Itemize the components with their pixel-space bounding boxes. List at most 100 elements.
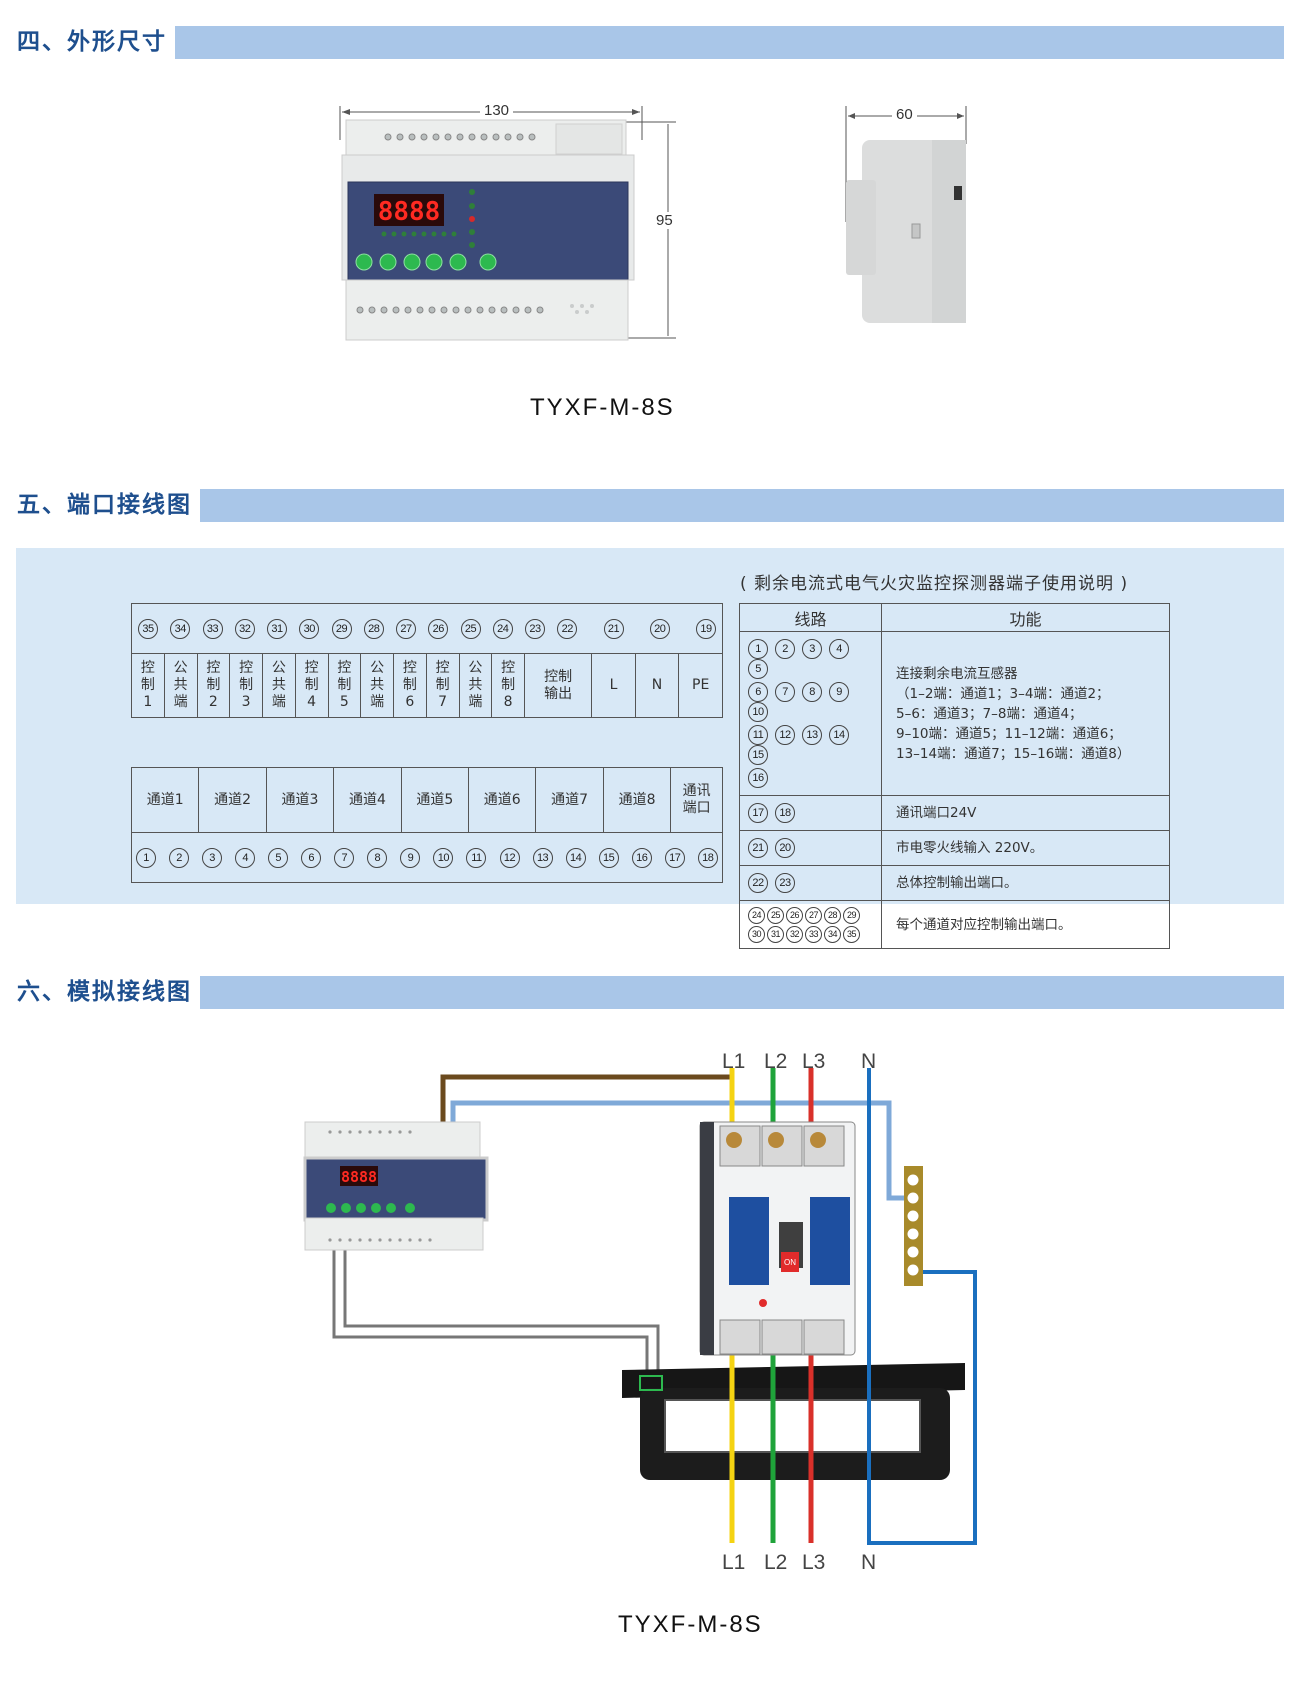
label-line: 控 xyxy=(402,660,417,676)
terminal-number: 18 xyxy=(697,847,718,868)
label-line: 制 xyxy=(501,677,516,693)
label-line: 8 xyxy=(503,694,513,710)
terminal-number: 27 xyxy=(805,907,822,924)
label-line: 公 xyxy=(370,660,385,676)
terminal-number: 24 xyxy=(748,907,765,924)
label-line: 制 xyxy=(435,677,450,693)
label-line: 4 xyxy=(307,694,317,710)
model-caption-dimensions: TYXF-M-8S xyxy=(530,394,675,421)
terminal-number: 21 xyxy=(748,838,768,858)
breaker-on-label: ON xyxy=(784,1258,796,1267)
terminal-number: 22 xyxy=(557,618,578,639)
label-line: 共 xyxy=(370,677,385,693)
function-description: 每个通道对应控制输出端口。 xyxy=(881,900,1170,949)
label-line: 控制 xyxy=(544,668,573,685)
description-line: 5–6：通道3；7–8端：通道4； xyxy=(896,705,1083,722)
terminal-number: 4 xyxy=(235,847,256,868)
label-line: 2 xyxy=(208,694,218,710)
terminal-usage-note: ( 剩余电流式电气火灾监控探测器端子使用说明 ) xyxy=(740,574,1129,594)
label-line: 6 xyxy=(405,694,415,710)
label-line: 3 xyxy=(241,694,251,710)
terminal-number: 11 xyxy=(466,847,487,868)
terminal-number: 31 xyxy=(267,618,287,639)
terminal-number: 9 xyxy=(400,847,421,868)
terminal-number: 13 xyxy=(802,725,822,745)
terminal-number: 23 xyxy=(525,618,545,639)
terminal-number: 5 xyxy=(748,659,768,679)
wire-n xyxy=(867,1068,977,1545)
label-line: 公 xyxy=(271,660,286,676)
label-line: 端 xyxy=(370,694,385,710)
label-line: 5 xyxy=(339,694,349,710)
terminal-number: 18 xyxy=(775,803,795,823)
terminal-number: 7 xyxy=(334,847,355,868)
terminal-number: 17 xyxy=(664,847,685,868)
label-line: 端 xyxy=(173,694,188,710)
label-line: 控 xyxy=(337,660,352,676)
channel-label: 通道2 xyxy=(198,767,267,833)
wire-top-label-l1: L1 xyxy=(722,1050,746,1073)
neutral-busbar xyxy=(904,1166,923,1286)
terminal-number: 23 xyxy=(775,873,795,893)
section-bar xyxy=(175,26,1284,59)
terminal-number: 33 xyxy=(202,618,223,639)
width-dimension-label: 130 xyxy=(480,102,514,119)
description-line: 连接剩余电流互感器 xyxy=(896,665,1018,682)
label-line: PE xyxy=(692,677,710,693)
top-terminal-label: 公共端 xyxy=(163,653,198,718)
terminal-number: 19 xyxy=(696,618,716,639)
terminal-number: 32 xyxy=(234,618,255,639)
terminal-number: 7 xyxy=(775,682,795,702)
terminal-number: 31 xyxy=(767,926,784,943)
terminal-number: 2 xyxy=(775,639,795,659)
label-line: 制 xyxy=(239,677,254,693)
terminal-number: 35 xyxy=(843,926,860,943)
terminal-number: 26 xyxy=(786,907,803,924)
current-transformer xyxy=(622,1363,965,1480)
description-line: 通讯端口24V xyxy=(896,805,977,821)
terminal-number: 29 xyxy=(331,618,352,639)
led-display: 8888 xyxy=(341,1168,377,1186)
terminal-number: 16 xyxy=(748,768,768,788)
channel-label: 通道8 xyxy=(602,767,672,833)
terminal-number: 35 xyxy=(138,618,158,639)
terminal-number: 20 xyxy=(649,618,670,639)
terminal-number: 30 xyxy=(748,926,765,943)
terminal-number: 8 xyxy=(802,682,822,702)
depth-dimension-label: 60 xyxy=(892,106,917,123)
terminal-number: 13 xyxy=(532,847,553,868)
description-line: 9–10端：通道5；11–12端：通道6； xyxy=(896,725,1122,742)
terminal-number: 15 xyxy=(748,745,768,765)
terminal-number: 3 xyxy=(202,847,223,868)
label-line: 控 xyxy=(206,660,221,676)
terminal-number: 1 xyxy=(136,847,156,868)
terminal-number: 17 xyxy=(748,803,768,823)
description-line: （1–2端：通道1；3–4端：通道2； xyxy=(896,685,1110,702)
label-line: 共 xyxy=(271,677,286,693)
function-description: 总体控制输出端口。 xyxy=(881,865,1170,901)
label-line: L xyxy=(609,677,618,693)
label-line: 端 xyxy=(468,694,483,710)
label-line: 通讯 xyxy=(682,783,711,799)
label-line: 控 xyxy=(140,660,155,676)
label-line: 控 xyxy=(239,660,254,676)
terminal-number: 33 xyxy=(805,926,822,943)
terminal-number: 34 xyxy=(170,618,191,639)
section-title-wiring: 六、模拟接线图 xyxy=(17,979,192,1005)
terminal-number: 25 xyxy=(767,907,784,924)
label-line: 制 xyxy=(337,677,352,693)
label-line: 7 xyxy=(438,694,448,710)
